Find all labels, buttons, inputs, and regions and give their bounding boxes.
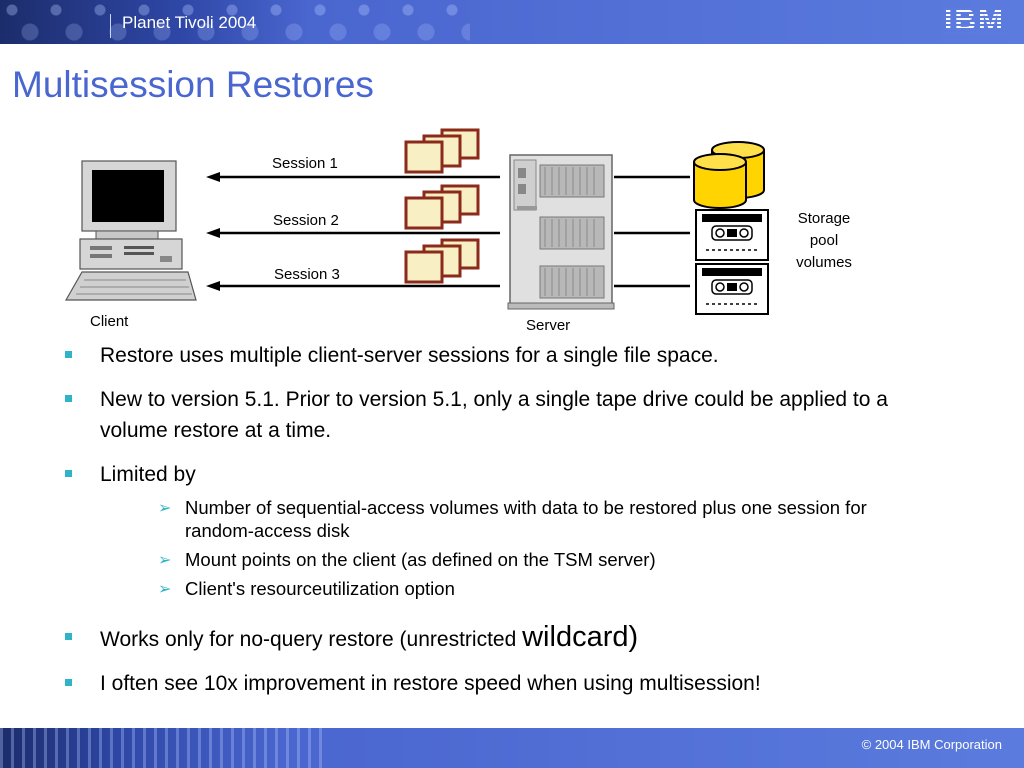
arrow-bullet-icon: ➢ xyxy=(158,500,172,517)
header-decoration xyxy=(0,0,470,44)
sub-bullet-item: ➢Client's resourceutilization option xyxy=(158,578,455,599)
tape-cartridge-icon-2 xyxy=(695,263,769,315)
sub-bullet-item: ➢Mount points on the client (as defined … xyxy=(158,549,656,570)
bullet-item: Works only for no-query restore (unrestr… xyxy=(60,622,940,655)
folder-stack-icon-3 xyxy=(404,238,480,284)
copyright-text: © 2004 IBM Corporation xyxy=(861,737,1002,752)
bullet-item: New to version 5.1. Prior to version 5.1… xyxy=(60,384,940,446)
header-title: Planet Tivoli 2004 xyxy=(122,13,257,32)
session-arrows xyxy=(206,172,500,291)
footer-bar: © 2004 IBM Corporation xyxy=(0,728,1024,768)
client-computer-icon xyxy=(64,160,197,301)
session-3-label: Session 3 xyxy=(274,266,340,283)
storage-connection-lines xyxy=(614,175,690,288)
session-1-label: Session 1 xyxy=(272,155,338,172)
folder-stack-icon-2 xyxy=(404,184,480,230)
bullet-item: Limited by ➢Number of sequential-access … xyxy=(60,459,940,600)
tape-cartridge-icon-1 xyxy=(695,209,769,261)
bullet-list: Restore uses multiple client-server sess… xyxy=(60,340,940,712)
arrow-bullet-icon: ➢ xyxy=(158,581,172,598)
sub-bullet-item: ➢Number of sequential-access volumes wit… xyxy=(158,497,867,541)
arrow-bullet-icon: ➢ xyxy=(158,552,172,569)
bullet-item: I often see 10x improvement in restore s… xyxy=(60,668,940,699)
header-separator xyxy=(110,14,111,38)
server-label: Server xyxy=(526,317,571,334)
bullet-item: Restore uses multiple client-server sess… xyxy=(60,340,940,371)
folder-stack-icon-1 xyxy=(404,128,480,174)
session-2-label: Session 2 xyxy=(273,212,339,229)
disk-pool-icon xyxy=(693,141,765,209)
client-label: Client xyxy=(90,313,129,330)
footer-decoration xyxy=(0,728,330,768)
multisession-diagram xyxy=(64,128,769,315)
slide-title: Multisession Restores xyxy=(12,64,374,105)
server-tower-icon xyxy=(507,154,615,310)
storage-pool-label: Storage pool volumes xyxy=(796,210,852,271)
